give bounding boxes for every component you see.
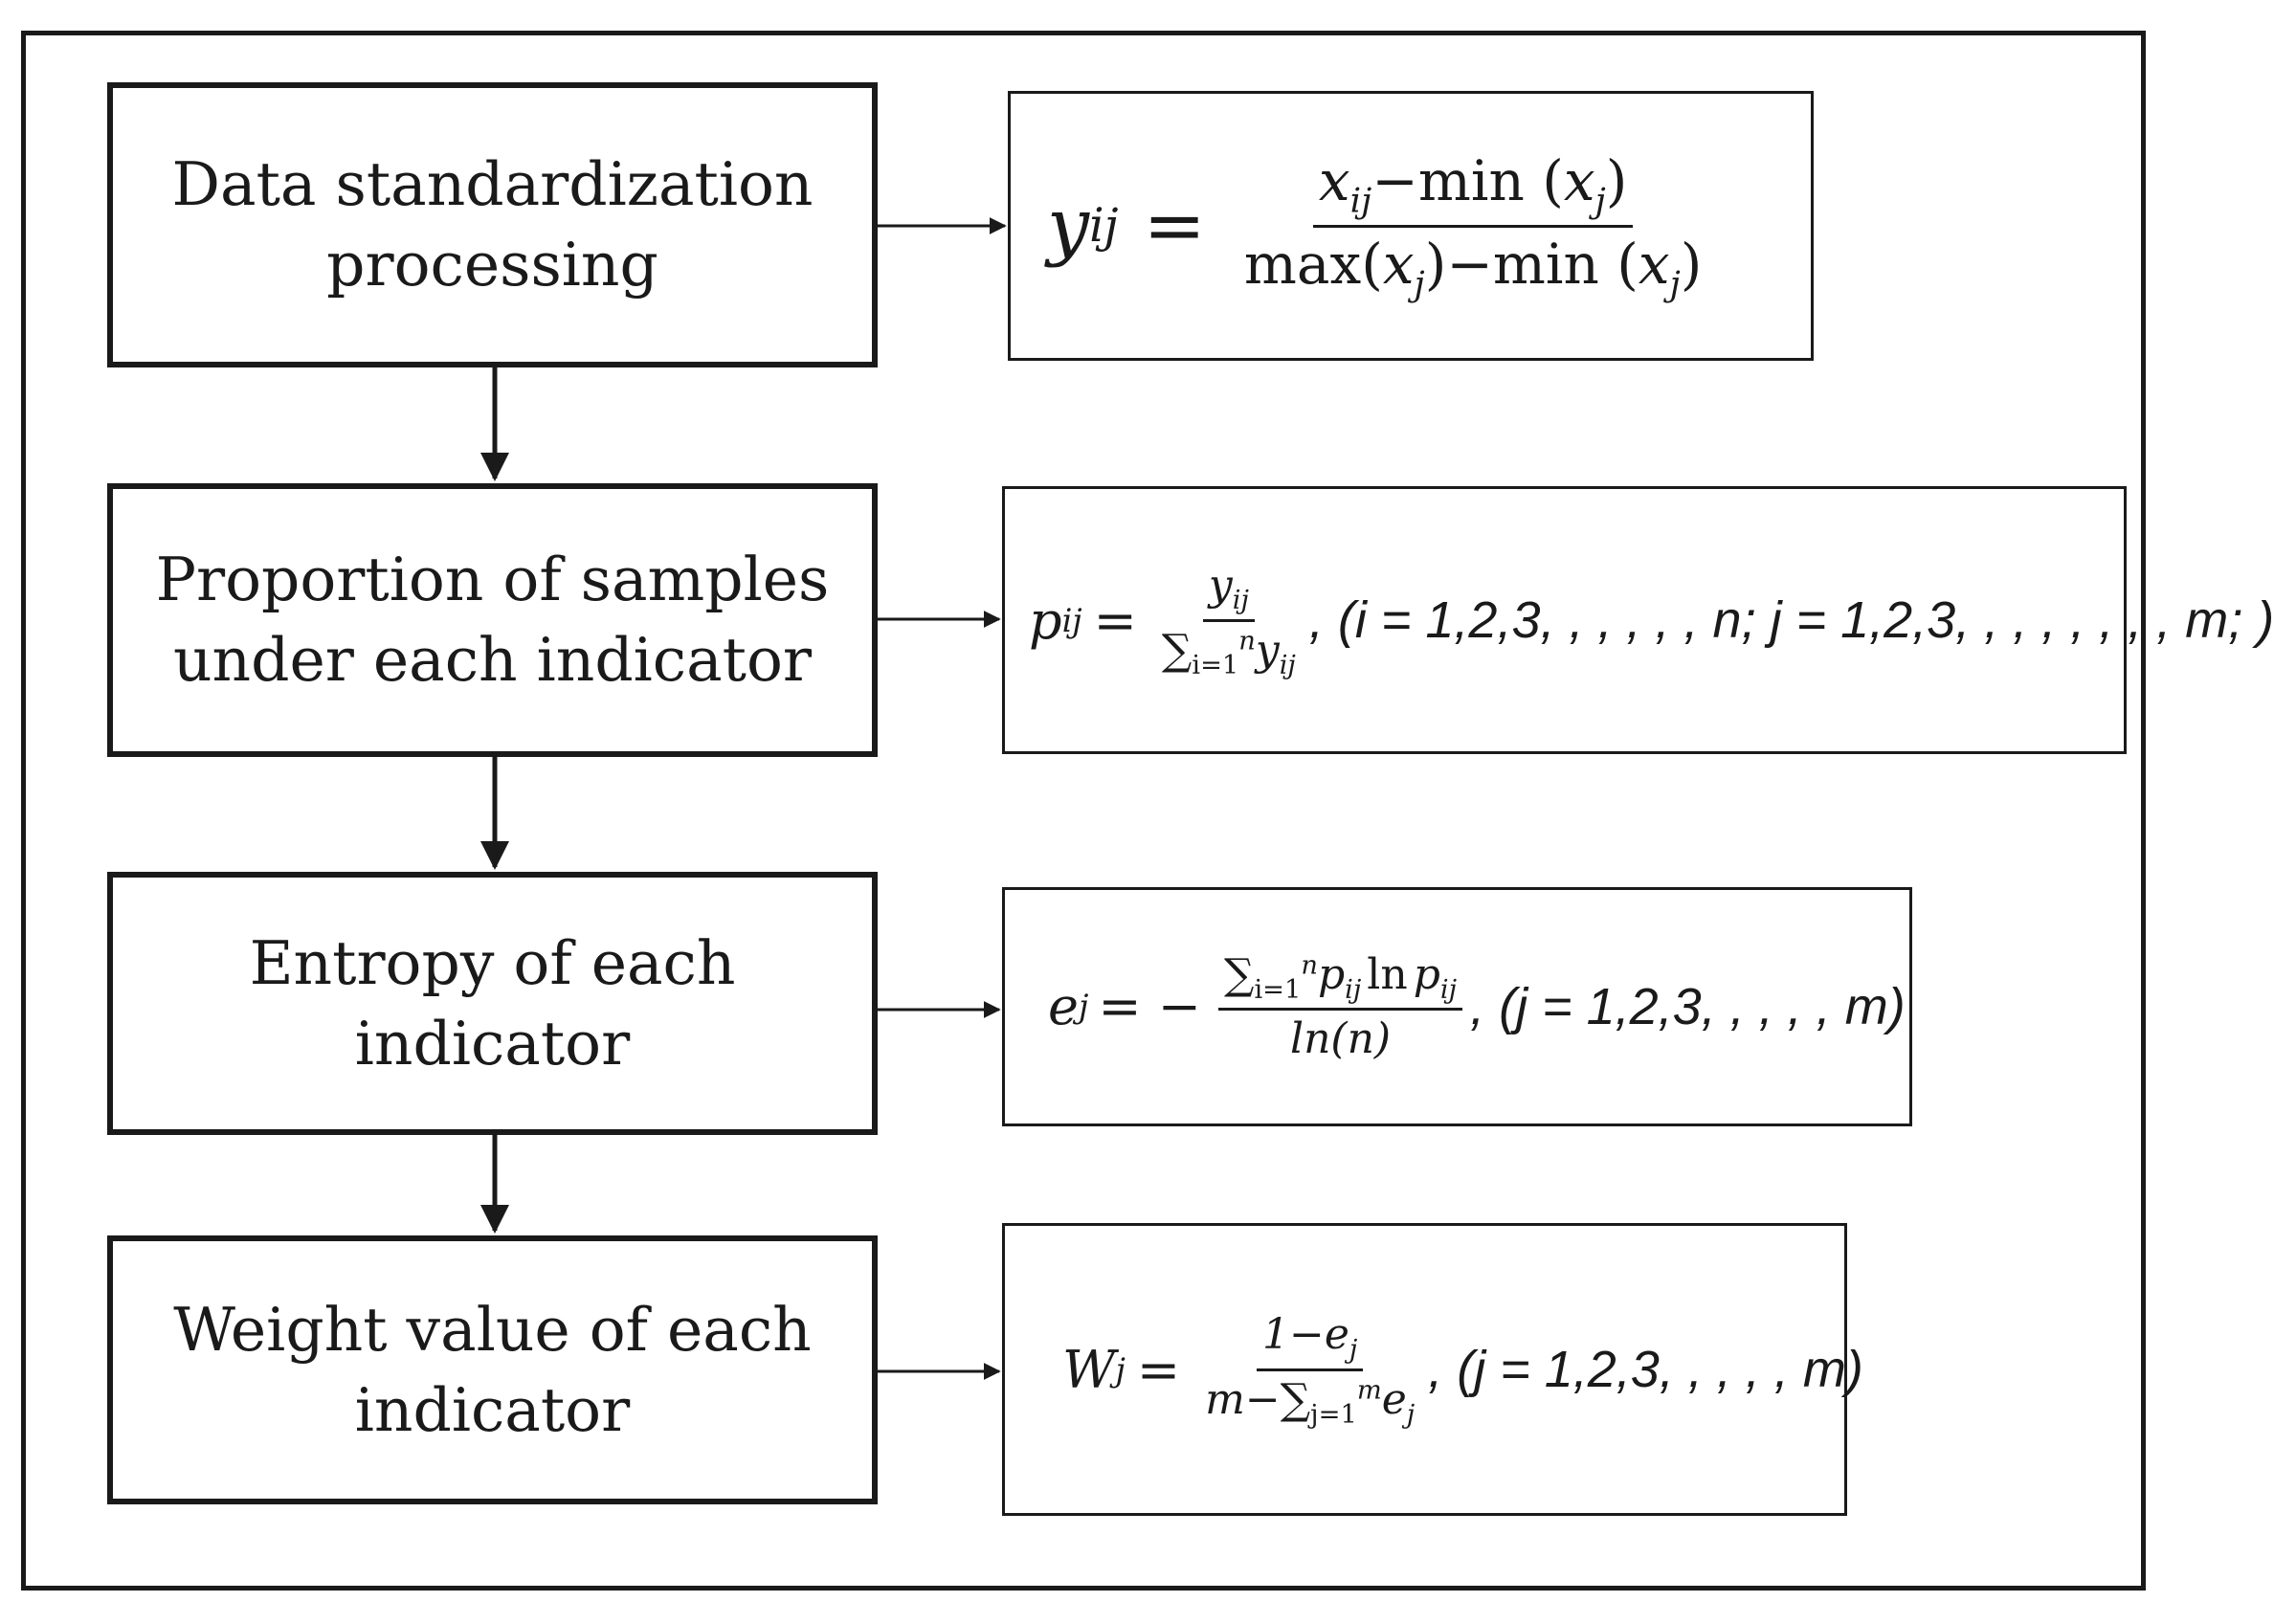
- step-proportion-of-samples: Proportion of samples under each indicat…: [107, 483, 878, 757]
- formula-weight-numerator: 1−ej: [1256, 1310, 1364, 1371]
- step-label-line2: indicator: [354, 1374, 631, 1445]
- step-label-line1: Data standardization: [171, 149, 814, 219]
- formula-entropy-condition: , (j = 1,2,3, , , , , m): [1470, 977, 1906, 1035]
- step-label-line2: processing: [326, 230, 658, 300]
- formula-entropy-denominator: ln(n): [1290, 1014, 1392, 1064]
- formula-proportion-numerator: yij: [1202, 561, 1255, 622]
- formula-standardization-denominator: max(xj)−min (xj): [1243, 231, 1703, 304]
- step-weight-value: Weight value of each indicator: [107, 1235, 878, 1504]
- formula-proportion-condition: , (i = 1,2,3, , , , , , n; j = 1,2,3, , …: [1308, 591, 2274, 649]
- step-label-line2: under each indicator: [172, 625, 813, 695]
- step-entropy: Entropy of each indicator: [107, 872, 878, 1135]
- step-label-line1: Entropy of each: [249, 927, 736, 998]
- flow-arrows: [480, 217, 1007, 1380]
- step-label-line2: indicator: [354, 1008, 631, 1079]
- figure-frame: [21, 31, 2146, 1591]
- formula-proportion-denominator: ∑i=1nyij: [1161, 625, 1296, 680]
- step-data-standardization: Data standardization processing: [107, 82, 878, 367]
- formula-weight-condition: , (j = 1,2,3, , , , , m): [1428, 1341, 1863, 1398]
- formula-standardization-numerator: xij−min (xj): [1312, 148, 1634, 228]
- formula-weight-denominator: m−∑j=1mej: [1205, 1374, 1416, 1430]
- step-label-line1: Proportion of samples: [155, 545, 830, 614]
- step-label-line1: Weight value of each: [173, 1294, 812, 1365]
